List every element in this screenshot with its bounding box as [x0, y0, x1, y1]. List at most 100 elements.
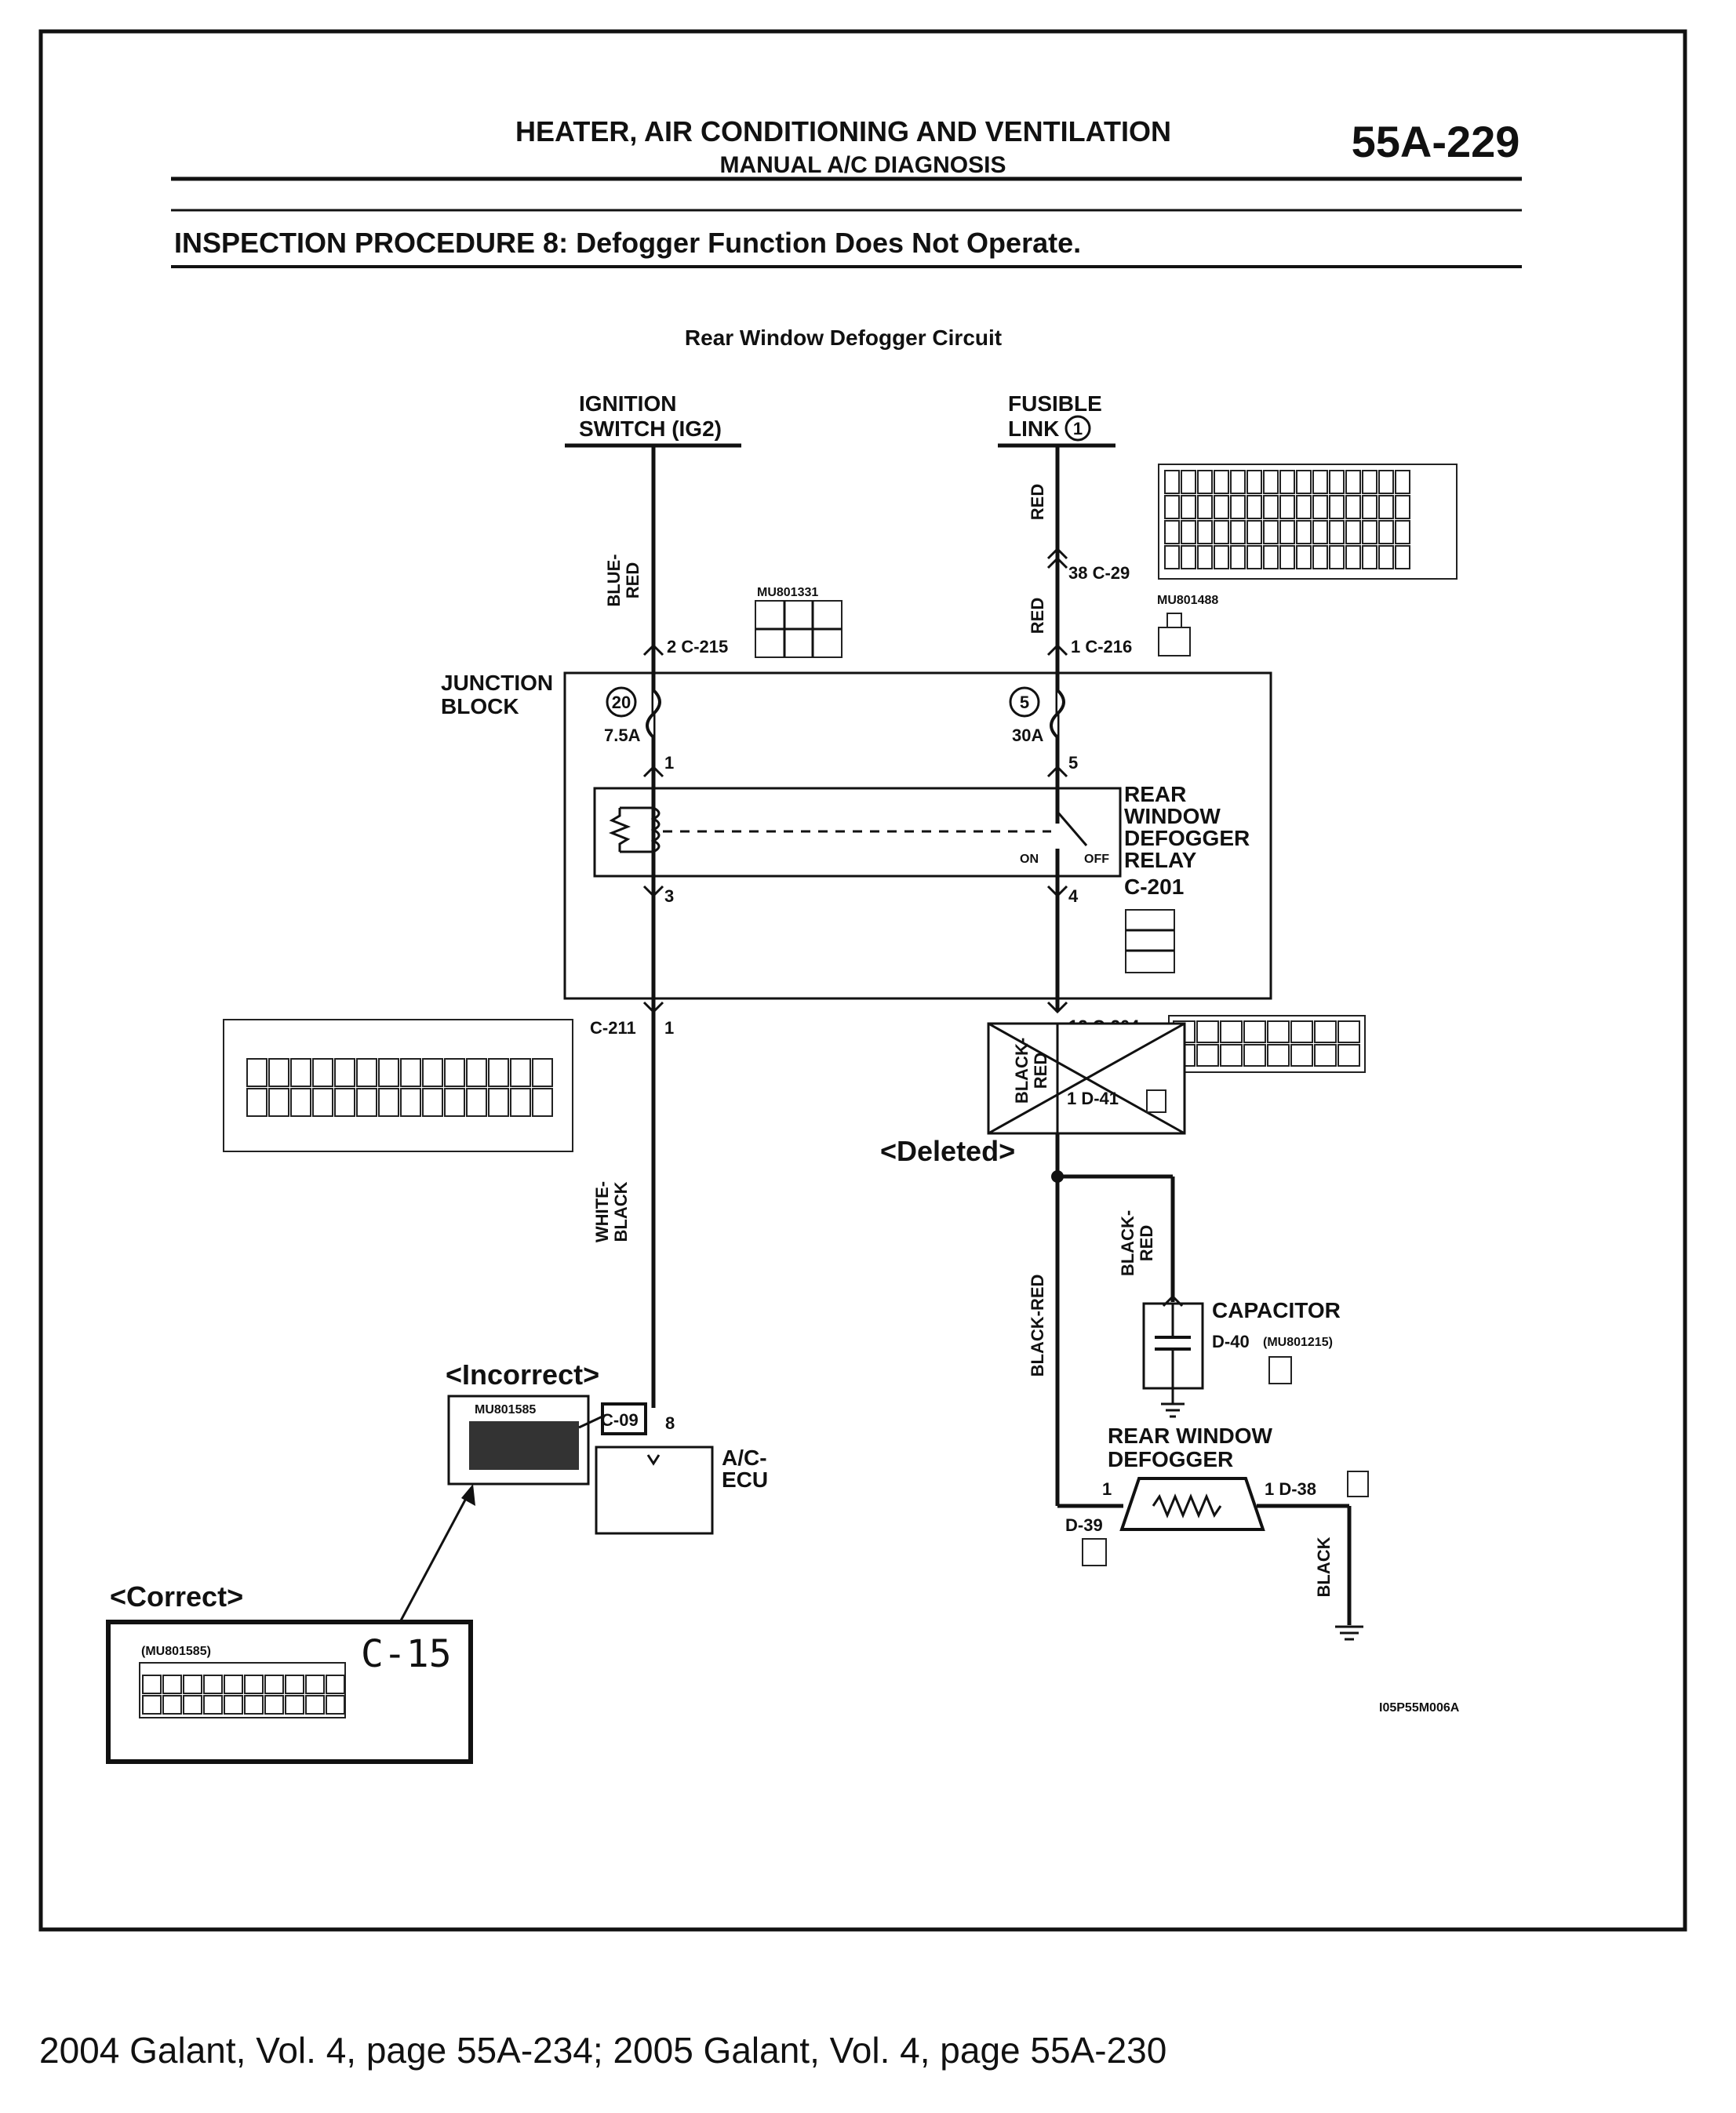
connector-pin-cell	[1197, 545, 1213, 569]
connector-pin-cell	[162, 1675, 182, 1694]
incorrect-note: <Incorrect>	[446, 1358, 599, 1391]
connector-face-d40	[1268, 1356, 1292, 1384]
connector-pin-cell	[356, 1088, 377, 1117]
svg-text:BLACK-RED: BLACK-RED	[1028, 1275, 1047, 1377]
connector-pin-cell	[285, 1675, 304, 1694]
svg-text:RED: RED	[1028, 598, 1047, 634]
svg-text:1 D-41: 1 D-41	[1067, 1089, 1119, 1108]
connector-pin-cell	[1246, 520, 1262, 544]
connector-mark-pin3	[642, 885, 664, 898]
relay-coil	[650, 806, 661, 853]
connector-pin-cell	[264, 1695, 284, 1715]
relay-box	[593, 787, 1122, 878]
svg-text:MU801331: MU801331	[757, 586, 818, 599]
connector-pin-cell	[1395, 520, 1410, 544]
connector-mark-pin5	[1046, 765, 1068, 778]
ignition-label-1: IGNITION	[579, 391, 676, 416]
connector-pin-cell	[510, 1088, 531, 1117]
connector-face-d39	[1082, 1538, 1107, 1566]
connector-pin-cell	[532, 1058, 553, 1087]
relay-on-label: ON	[1020, 853, 1039, 866]
connector-mark-c216	[1046, 643, 1068, 656]
connector-pin-cell	[1246, 545, 1262, 569]
correct-note: <Correct>	[110, 1580, 243, 1613]
header-title: HEATER, AIR CONDITIONING AND VENTILATION	[515, 115, 1171, 147]
connector-pin-cell	[1345, 520, 1361, 544]
connector-pin-cell	[488, 1058, 509, 1087]
svg-text:BLACK-: BLACK-	[1012, 1038, 1032, 1104]
ac-ecu-box	[595, 1446, 714, 1535]
connector-pin-cell	[1296, 520, 1312, 544]
connector-mark-pin4	[1046, 885, 1068, 898]
wire-label-white-black: WHITE- BLACK	[592, 1181, 631, 1242]
ac-ecu-label-2: ECU	[722, 1467, 768, 1492]
connector-pin-cell	[1378, 545, 1394, 569]
connector-pin-cell	[1196, 1020, 1219, 1043]
connector-pin-cell	[1279, 545, 1295, 569]
svg-text:WHITE-: WHITE-	[592, 1181, 612, 1242]
connector-pin-cell	[1263, 470, 1279, 494]
conn-d39-label: D-39	[1065, 1515, 1103, 1535]
connector-pin-cell	[1345, 495, 1361, 519]
fuse-right-num: 5	[1020, 693, 1029, 712]
connector-pin-cell	[334, 1058, 355, 1087]
connector-pin-cell	[466, 1058, 487, 1087]
connector-pin-cell	[1267, 1020, 1290, 1043]
connector-pin-cell	[183, 1675, 202, 1694]
connector-pin-cell	[268, 1058, 289, 1087]
connector-pin-cell	[1164, 520, 1180, 544]
connector-pin-cell	[1267, 1044, 1290, 1067]
connector-pin-cell	[1164, 470, 1180, 494]
connector-mark-c204	[1046, 1001, 1068, 1014]
connector-pin-cell	[1263, 520, 1279, 544]
connector-pin-cell	[290, 1088, 311, 1117]
page-frame	[38, 29, 1687, 1932]
connector-pin-cell	[1314, 1020, 1337, 1043]
connector-pin-cell	[1246, 470, 1262, 494]
connector-face-c29	[1158, 464, 1458, 580]
connector-mark-pin1	[642, 765, 664, 778]
connector-pin-cell	[326, 1695, 345, 1715]
wire-label-black: BLACK	[1314, 1537, 1334, 1597]
connector-pin-cell	[1296, 545, 1312, 569]
connector-face-c201	[1125, 909, 1175, 973]
connector-pin-cell	[378, 1088, 399, 1117]
fusible-label-2: LINK	[1008, 416, 1059, 441]
connector-pin-cell	[1220, 1020, 1243, 1043]
connector-pin-cell	[1362, 520, 1378, 544]
diagram-title: Rear Window Defogger Circuit	[685, 325, 1002, 350]
relay-switch-blade	[1056, 811, 1088, 846]
connector-pin-cell	[1181, 545, 1196, 569]
wire-label-black-red-long: BLACK-RED	[1028, 1275, 1047, 1377]
connector-pin-cell	[1197, 470, 1213, 494]
deleted-note: <Deleted>	[880, 1135, 1015, 1167]
defogger-heater-element	[1152, 1493, 1222, 1518]
conn-c215-label: 2 C-215	[667, 637, 728, 656]
connector-face-c215: MU801331	[755, 586, 843, 658]
relay-off-label: OFF	[1084, 853, 1109, 866]
connector-pin-cell	[510, 1058, 531, 1087]
connector-pin-cell	[1181, 470, 1196, 494]
connector-pin-cell	[1214, 545, 1229, 569]
correct-arrow-line	[399, 1492, 471, 1623]
connector-pin-cell	[1314, 1044, 1337, 1067]
connector-pin-cell	[285, 1695, 304, 1715]
connector-pin-cell	[1197, 520, 1213, 544]
connector-pin-cell	[1230, 520, 1246, 544]
pin-c211-label: 1	[664, 1018, 674, 1038]
fuse-right-symbol	[1050, 689, 1065, 739]
connector-pin-cell	[422, 1058, 443, 1087]
connector-pin-cell	[1362, 545, 1378, 569]
connector-pin-cell	[312, 1058, 333, 1087]
connector-pin-cell	[444, 1088, 465, 1117]
svg-text:BLACK: BLACK	[1314, 1537, 1334, 1597]
connector-pin-cell	[1181, 520, 1196, 544]
svg-text:BLUE-: BLUE-	[604, 554, 624, 606]
defogger-label-1: REAR WINDOW	[1108, 1424, 1273, 1448]
relay-label-3: DEFOGGER	[1124, 826, 1250, 850]
connector-pin-cell	[1329, 470, 1345, 494]
connector-pin-cell	[1181, 495, 1196, 519]
part-d40: (MU801215)	[1263, 1336, 1333, 1349]
ac-ecu-label-1: A/C-	[722, 1446, 767, 1470]
connector-pin-cell	[224, 1695, 243, 1715]
